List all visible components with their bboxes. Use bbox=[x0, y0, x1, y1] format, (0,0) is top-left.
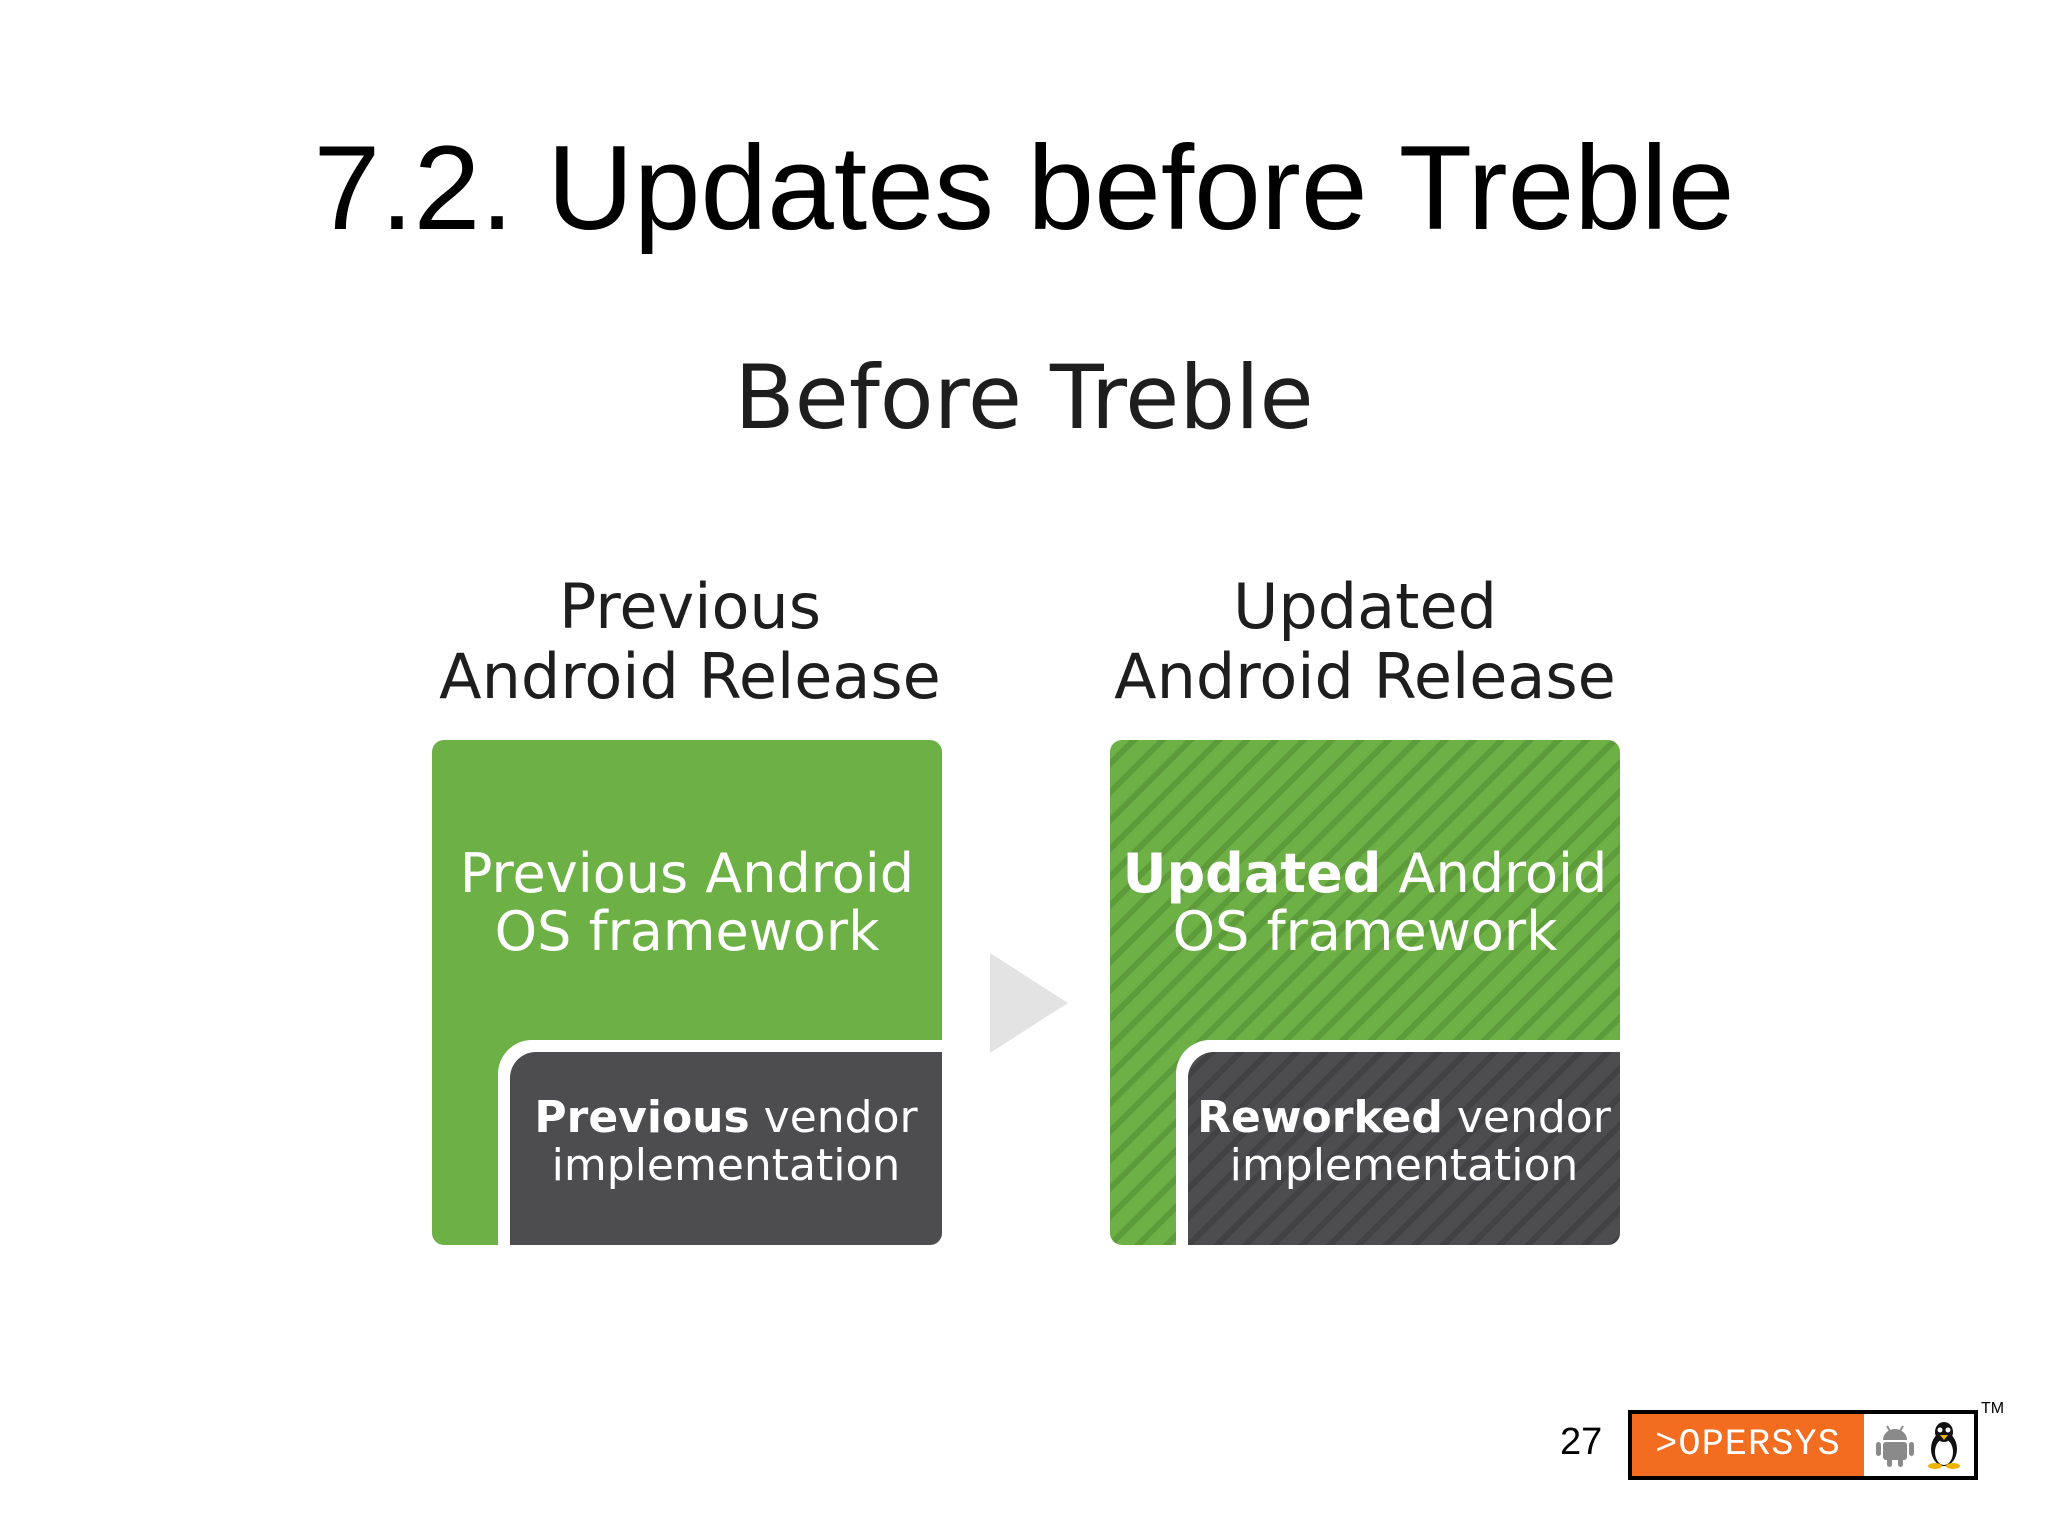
updated-framework-rest: Android bbox=[1381, 842, 1608, 905]
updated-vendor-rest: vendor bbox=[1442, 1092, 1611, 1143]
previous-vendor-block: Previous vendor implementation bbox=[498, 1040, 942, 1245]
previous-release-heading: Previous Android Release bbox=[410, 572, 970, 712]
previous-framework-line1: Previous Android bbox=[459, 842, 915, 905]
diagram-title: Before Treble bbox=[734, 346, 1314, 449]
opersys-logo-text: >OPERSYS bbox=[1632, 1414, 1864, 1476]
page-number: 27 bbox=[1560, 1421, 1603, 1463]
logo-icons bbox=[1864, 1414, 1974, 1476]
previous-framework-label: Previous Android OS framework bbox=[432, 845, 942, 961]
previous-framework-line2: OS framework bbox=[494, 900, 880, 963]
updated-vendor-panel: Reworked vendor implementation bbox=[1188, 1052, 1620, 1245]
updated-framework-line2: OS framework bbox=[1172, 900, 1558, 963]
trademark-mark: TM bbox=[1981, 1400, 2005, 1417]
updated-framework-bold: Updated bbox=[1122, 842, 1382, 905]
updated-release-box: Updated Android OS framework Reworked ve… bbox=[1110, 740, 1620, 1245]
previous-vendor-rest: vendor bbox=[749, 1092, 918, 1143]
updated-release-heading: Updated Android Release bbox=[1085, 572, 1645, 712]
transition-arrow-icon bbox=[990, 953, 1068, 1053]
updated-framework-label: Updated Android OS framework bbox=[1110, 845, 1620, 961]
opersys-logo: >OPERSYS bbox=[1628, 1410, 1978, 1480]
previous-vendor-panel: Previous vendor implementation bbox=[510, 1052, 942, 1245]
updated-vendor-label: Reworked vendor implementation bbox=[1188, 1094, 1620, 1190]
previous-release-box: Previous Android OS framework Previous v… bbox=[432, 740, 942, 1245]
previous-heading-line1: Previous bbox=[558, 570, 822, 643]
updated-vendor-line2: implementation bbox=[1229, 1140, 1579, 1191]
previous-vendor-line2: implementation bbox=[551, 1140, 901, 1191]
updated-heading-line1: Updated bbox=[1233, 570, 1497, 643]
updated-heading-line2: Android Release bbox=[1114, 640, 1616, 713]
updated-vendor-block: Reworked vendor implementation bbox=[1176, 1040, 1620, 1245]
previous-vendor-label: Previous vendor implementation bbox=[510, 1094, 942, 1190]
previous-vendor-bold: Previous bbox=[534, 1092, 750, 1143]
tux-penguin-icon bbox=[1928, 1422, 1960, 1469]
android-robot-icon bbox=[1876, 1425, 1914, 1467]
updated-vendor-bold: Reworked bbox=[1197, 1092, 1443, 1143]
slide-title: 7.2. Updates before Treble bbox=[313, 121, 1735, 255]
previous-heading-line2: Android Release bbox=[439, 640, 941, 713]
